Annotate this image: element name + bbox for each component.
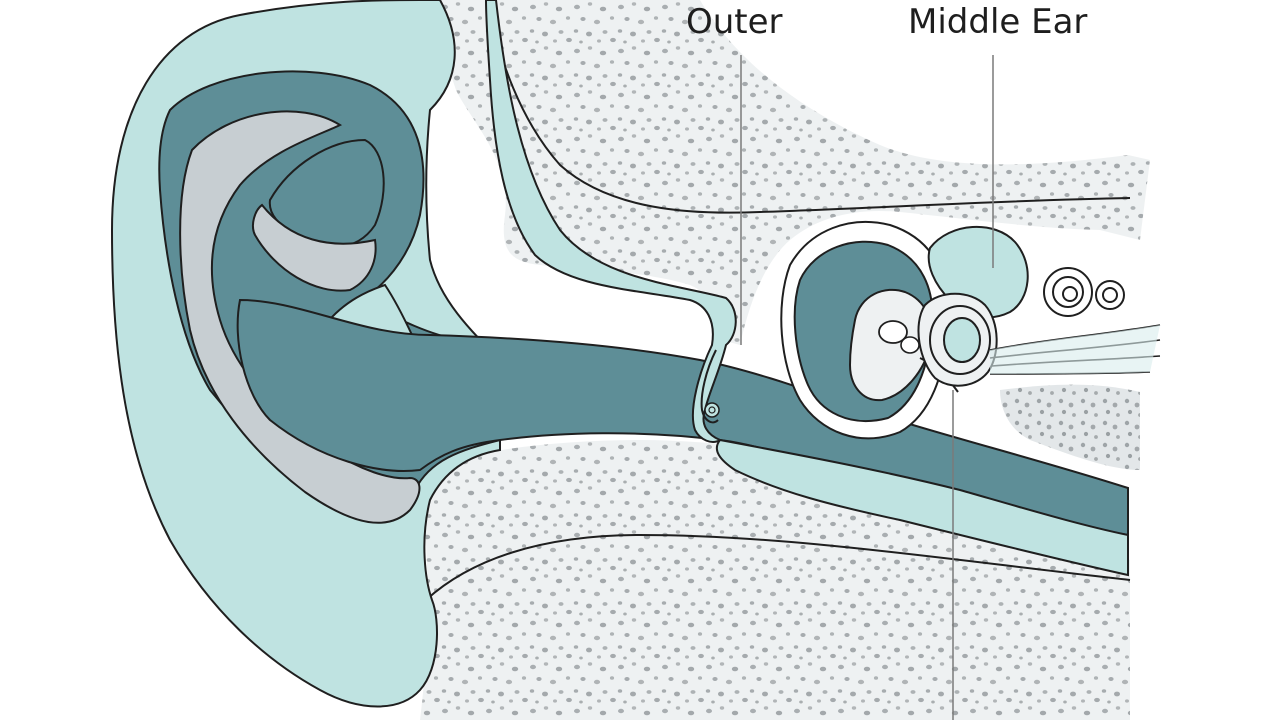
outer-label: Outer [686, 2, 783, 42]
cochlea-spiral [1043, 267, 1125, 317]
oval-window-ring-outer [929, 305, 991, 375]
upper-bone-region [426, 0, 1150, 345]
upper-skin-contour [485, 0, 1131, 214]
nerve-fill [990, 325, 1160, 374]
ear-canal [236, 0, 1129, 577]
lower-skin-contour [425, 533, 1131, 601]
leader-lines [740, 55, 994, 720]
middle-ear-label: Middle Ear [908, 2, 1088, 42]
tympanic-membrane-edge [700, 349, 719, 424]
middle-ear [780, 221, 959, 440]
umbo-spiral-inner [708, 406, 716, 414]
canal-skin-lining-upper [484, 0, 737, 443]
skin-surfaces [425, 0, 1131, 601]
oval-window-ring-inner [943, 317, 981, 363]
umbo-spiral [704, 402, 720, 418]
antihelix-ridge [179, 110, 421, 524]
inner-ear [917, 225, 1161, 387]
ossicle-incus-body [848, 288, 933, 402]
antihelix-crus-upper [252, 203, 377, 292]
canal-skin-lining-lower [715, 438, 1129, 577]
ossicle-malleus-head [878, 320, 908, 344]
ossicle-small-ring [900, 336, 920, 354]
inner-bone-region [1000, 384, 1140, 470]
